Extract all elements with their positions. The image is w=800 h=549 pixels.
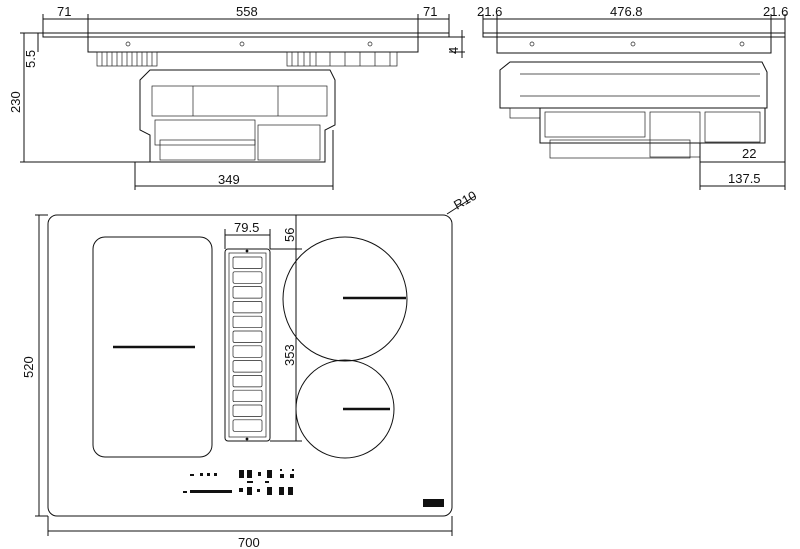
glass-top	[42, 32, 450, 38]
dim-right-overhang: 71	[423, 4, 437, 19]
side-elevation: 21.6 476.8 21.6 22 137.5	[477, 4, 788, 190]
fins-right	[286, 51, 398, 67]
dim-depth-below: 230	[8, 91, 23, 113]
vent-slot	[232, 271, 263, 284]
fan-housing	[151, 85, 328, 117]
plan-dim-corner-radius: R10	[451, 188, 479, 213]
vent-slot	[232, 286, 263, 299]
vent-slot	[232, 256, 263, 269]
vent-slot	[232, 389, 263, 403]
side-dim-bottom: 22	[742, 146, 756, 161]
side-unit-top	[499, 61, 768, 109]
zone-large	[282, 236, 408, 362]
dim-left-overhang: 71	[57, 4, 71, 19]
hob-outline	[47, 214, 453, 517]
vent-grille	[224, 248, 271, 442]
dim-unit-width: 349	[218, 172, 240, 187]
side-dim-right: 21.6	[763, 4, 788, 19]
vent-slot	[232, 315, 263, 329]
side-unit-body	[539, 107, 766, 144]
dim-overall-width: 558	[236, 4, 258, 19]
side-dim-overall: 476.8	[610, 4, 643, 19]
side-frame-rim	[496, 36, 772, 54]
vent-slot	[232, 419, 263, 432]
vent-slot	[232, 330, 263, 343]
side-dim-unit-depth: 137.5	[728, 171, 761, 186]
front-elevation: 71 558 71 230 5.5 4 349	[8, 4, 465, 190]
side-glass-top	[482, 32, 786, 38]
touch-control-panel	[183, 469, 444, 507]
plan-dim-width: 700	[238, 535, 260, 549]
dim-glass-thickness: 5.5	[23, 50, 38, 68]
fan-unit-body	[139, 69, 336, 163]
vent-slot	[232, 375, 263, 388]
vent-slot	[232, 404, 263, 417]
flex-zone	[92, 236, 213, 458]
side-dim-left: 21.6	[477, 4, 502, 19]
plan-dim-vent-width: 79.5	[234, 220, 259, 235]
plan-dim-vent-offset: 56	[282, 228, 297, 242]
vent-slot	[232, 360, 263, 373]
brand-logo	[423, 499, 444, 507]
frame-rim	[87, 36, 419, 53]
vent-slot	[232, 301, 263, 314]
plan-dim-vent-length: 353	[282, 344, 297, 366]
plan-dim-depth: 520	[21, 356, 36, 378]
dim-frame-height: 4	[446, 47, 461, 54]
vent-slot	[232, 345, 263, 358]
fins-left	[96, 51, 158, 67]
plan-view: 700 520 79.5 56 353 R10	[21, 188, 479, 549]
